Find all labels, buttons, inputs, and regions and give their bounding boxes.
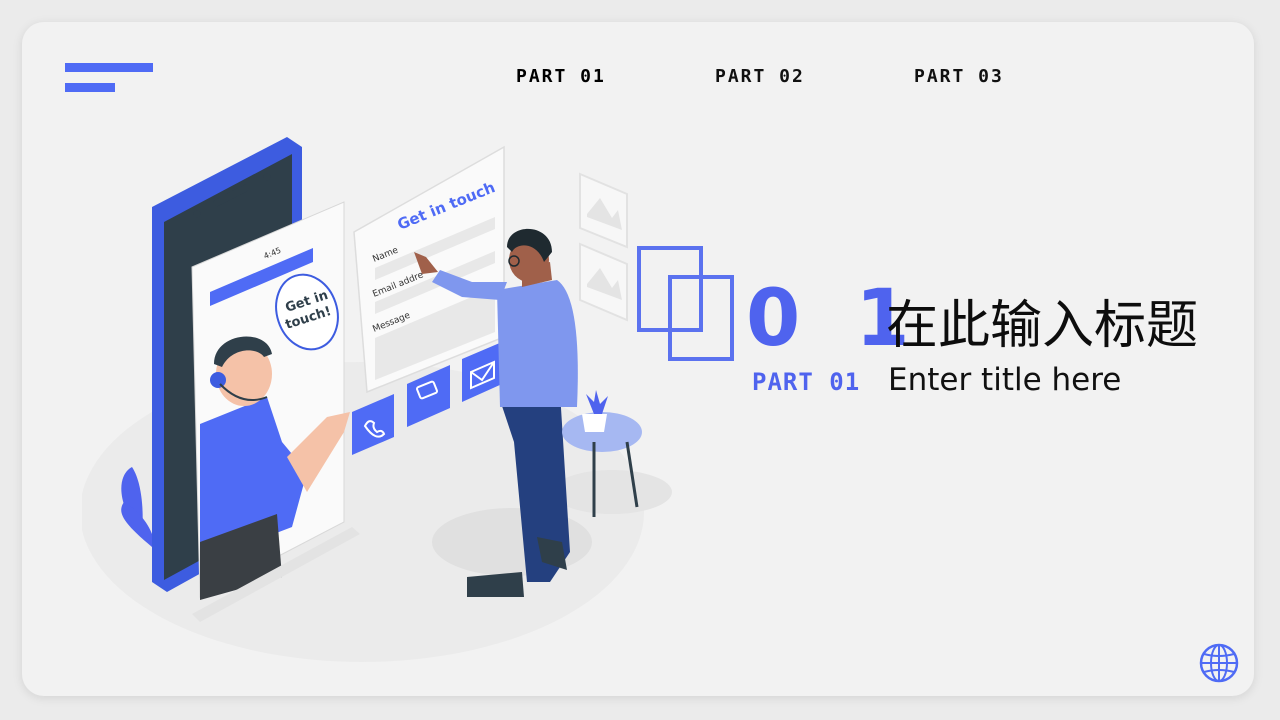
nav-part-02[interactable]: PART 02 <box>715 66 805 87</box>
person-shirt <box>497 280 578 407</box>
app-header-bar <box>210 248 313 306</box>
agent-head <box>216 342 272 406</box>
headset-mic <box>219 383 268 401</box>
person-shoe <box>537 537 567 570</box>
agent-shirt <box>200 397 307 562</box>
section-title-en[interactable]: Enter title here <box>888 362 1122 398</box>
section-title-cn[interactable]: 在此输入标题 <box>886 296 1199 356</box>
person-shoe <box>467 572 524 597</box>
person-arm <box>432 270 507 300</box>
customer-support-illustration: 4:45 Get in touch! Get in touch Name Ema… <box>82 137 672 662</box>
phone-base-shadow <box>192 527 360 622</box>
agent-arm <box>287 412 350 492</box>
image-placeholder-icon <box>587 268 622 300</box>
slide-card: PART 01 PART 02 PART 03 4:45 Get in touc… <box>22 22 1254 696</box>
agent-hair <box>214 336 272 367</box>
plant-icon <box>586 390 608 414</box>
plant-pot <box>582 414 607 432</box>
logo-bar-long <box>65 63 153 72</box>
headset-icon <box>210 372 226 388</box>
form-field-name <box>375 217 495 280</box>
section-part-label: PART 01 <box>752 368 861 396</box>
table-shadow <box>552 470 672 514</box>
top-nav: PART 01 PART 02 PART 03 <box>22 66 1254 90</box>
decor-square-front <box>668 275 734 361</box>
logo-bars-icon <box>65 63 155 93</box>
phone-sensor <box>263 173 271 181</box>
section-number: 0 1 <box>746 274 924 364</box>
chat-glyph <box>416 380 438 400</box>
speech-bubble <box>275 273 339 351</box>
phone-speaker <box>213 184 249 207</box>
logo-bar-short <box>65 83 115 92</box>
plant-leaf <box>121 502 156 550</box>
person-pants <box>500 392 570 582</box>
table-leg <box>625 441 639 508</box>
person-hand <box>414 252 438 274</box>
image-placeholder-icon <box>587 198 622 230</box>
phone-glyph <box>363 420 386 438</box>
form-field-message <box>375 287 495 380</box>
nav-part-03[interactable]: PART 03 <box>914 66 1004 87</box>
glasses-icon <box>508 255 520 267</box>
person-hair <box>507 228 552 262</box>
globe-icon[interactable] <box>1198 642 1240 684</box>
mail-glyph <box>470 360 495 390</box>
nav-part-01[interactable]: PART 01 <box>516 66 606 87</box>
phone-camera <box>193 210 201 218</box>
